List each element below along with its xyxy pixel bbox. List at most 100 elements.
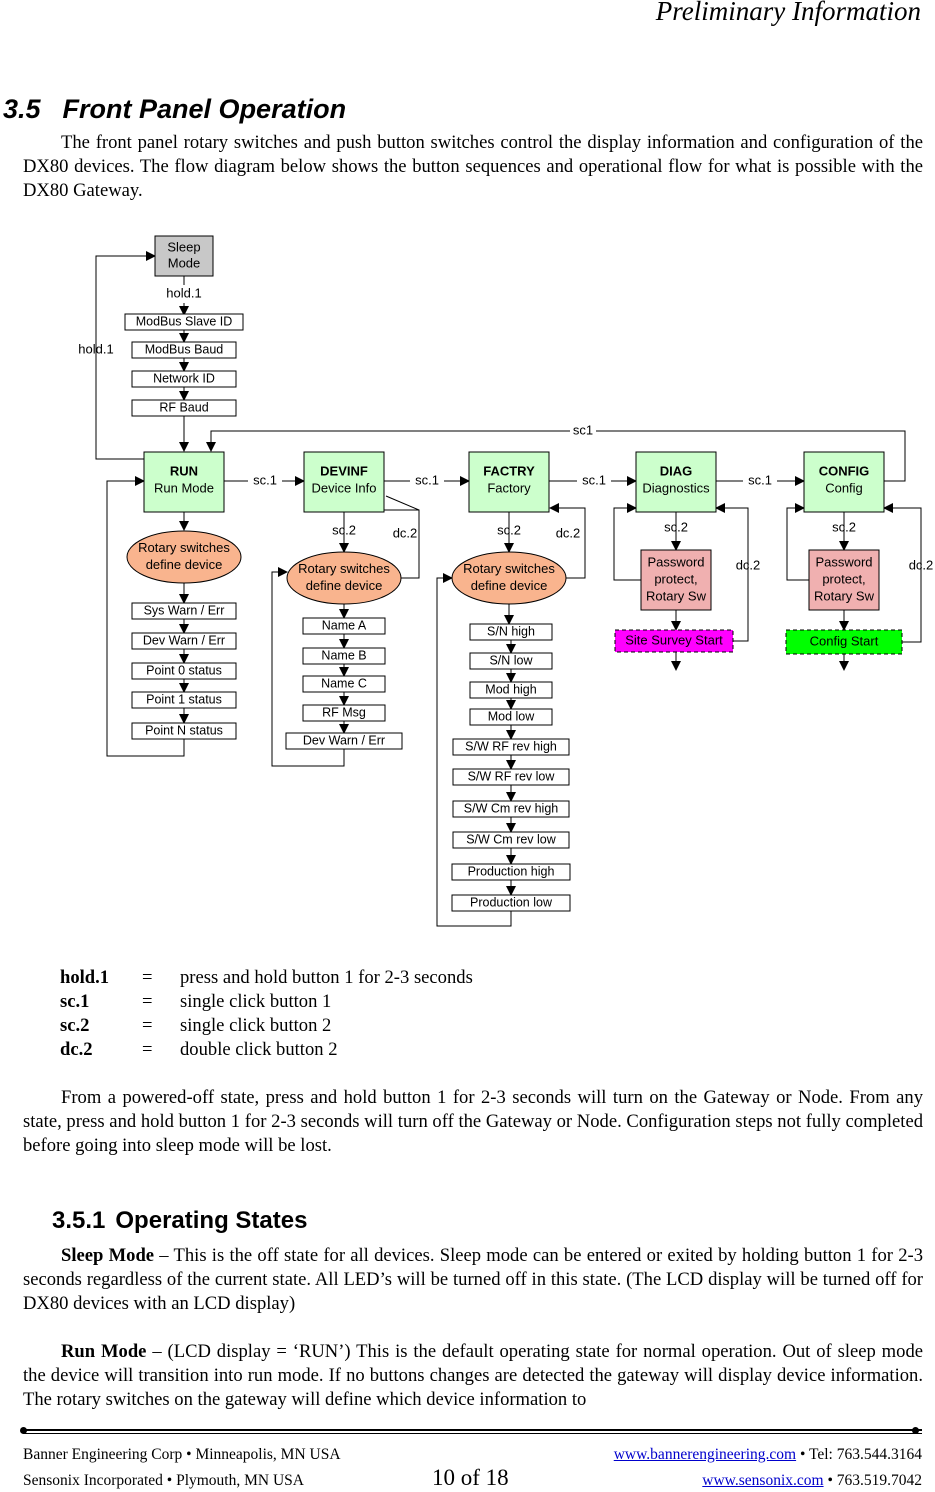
dc2-line <box>549 503 586 579</box>
devinf-list-item-label: Name B <box>321 648 366 662</box>
sensonix-link[interactable]: www.sensonix.com <box>702 1472 824 1489</box>
password-box-label: Rotary Sw <box>646 588 707 603</box>
sleep-text: – This is the off state for all devices.… <box>23 1245 923 1314</box>
sleep-term: Sleep Mode <box>61 1245 155 1266</box>
devinf-list-item <box>302 704 386 722</box>
footer-banner: Banner Engineering Corp • Minneapolis, M… <box>23 1446 341 1463</box>
sleep-mode-box <box>154 235 214 277</box>
sc1-label: sc.1 <box>582 472 606 487</box>
sleep-chain-item-label: RF Baud <box>159 400 208 414</box>
sensonix-phone: • 763.519.7042 <box>823 1472 922 1489</box>
factry-list-item <box>451 863 571 881</box>
legend-key: dc.2 <box>60 1039 93 1060</box>
dc2-label: dc.2 <box>393 525 418 540</box>
label-bg <box>410 473 444 489</box>
legend-desc: press and hold button 1 for 2-3 seconds <box>180 967 473 988</box>
factry-list-item <box>469 652 553 670</box>
dc2-line <box>715 503 749 642</box>
config-start <box>785 629 903 655</box>
footer-dot <box>20 1427 27 1434</box>
hold1-loop-label: hold.1 <box>78 341 113 356</box>
run-list-item <box>131 691 237 709</box>
password-box-label: protect, <box>654 571 697 586</box>
sleep-paragraph: Sleep Mode – This is the off state for a… <box>23 1244 923 1316</box>
factry-list-item-label: Production low <box>470 895 553 909</box>
factry-list-item <box>452 831 570 849</box>
sleep-mode-box-label: Mode <box>168 255 201 270</box>
sleep-chain-item <box>131 341 237 359</box>
legend-row: hold.1=press and hold button 1 for 2-3 s… <box>60 966 473 990</box>
devinf-list-item <box>302 617 386 635</box>
run-list-item <box>131 602 237 620</box>
dc2-line <box>883 503 922 643</box>
connector-line <box>786 503 809 581</box>
factry-list-item <box>451 894 571 912</box>
footer-rule <box>23 1429 922 1431</box>
state-subtitle: Factory <box>487 480 531 495</box>
run-text: – (LCD display = ‘RUN’) This is the defa… <box>23 1341 923 1410</box>
run-list-item <box>131 632 237 650</box>
devinf-list-item-label: RF Msg <box>322 705 366 719</box>
devinf-list-item-label: Name A <box>322 618 367 632</box>
page-number: 10 of 18 <box>432 1465 509 1490</box>
legend-eq: = <box>142 1015 153 1036</box>
factry-list-item <box>469 623 553 641</box>
factry-list-item-label: S/W RF rev low <box>468 769 556 783</box>
dc2-label: dc.2 <box>736 557 761 572</box>
sc2-label: sc.2 <box>497 522 521 537</box>
factry-list-item-label: S/W Cm rev low <box>466 832 557 846</box>
password-box-label: Rotary Sw <box>814 588 875 603</box>
site-survey-start <box>614 629 734 653</box>
connector-line <box>613 503 641 581</box>
power-paragraph: From a powered-off state, press and hold… <box>23 1087 923 1156</box>
subsection-number: 3.5.1 <box>52 1207 106 1234</box>
run-list-item-label: Point 0 status <box>146 663 222 677</box>
devinf-list-item-label: Name C <box>321 676 367 690</box>
state-box <box>468 451 550 513</box>
rotary-label: define device <box>146 557 223 572</box>
hold1-loop <box>95 251 156 460</box>
sc1-label: sc.1 <box>253 472 277 487</box>
rotary-label: Rotary switches <box>298 561 390 576</box>
legend-eq: = <box>142 991 153 1012</box>
run-paragraph: Run Mode – (LCD display = ‘RUN’) This is… <box>23 1340 923 1412</box>
sleep-mode-box-label: Sleep <box>167 239 200 254</box>
sleep-chain-item-label: Network ID <box>153 371 215 385</box>
factry-list-item-label: Mod low <box>488 709 536 723</box>
password-box-label: Password <box>647 554 704 569</box>
section-title: Front Panel Operation <box>62 94 347 124</box>
factry-list-item <box>452 738 570 756</box>
site-survey-start-label: Site Survey Start <box>625 632 723 647</box>
intro-paragraph: The front panel rotary switches and push… <box>23 132 923 201</box>
legend-row: sc.2=single click button 2 <box>60 1014 473 1038</box>
state-title: CONFIG <box>819 463 870 478</box>
sc2-label: sc.2 <box>664 519 688 534</box>
banner-link[interactable]: www.bannerengineering.com <box>613 1446 797 1463</box>
label-bg <box>577 473 611 489</box>
factry-list-item-label: S/N low <box>489 653 533 667</box>
section-heading: 3.5 Front Panel Operation <box>3 94 346 125</box>
page-header: Preliminary Information <box>655 0 921 26</box>
rotary-label: define device <box>306 578 383 593</box>
state-title: FACTRY <box>483 463 535 478</box>
factry-list-item-label: Production high <box>468 864 555 878</box>
hold1-label: hold.1 <box>166 285 201 300</box>
connector-line <box>385 495 420 511</box>
section-number: 3.5 <box>3 94 41 124</box>
factry-list-item-label: S/W Cm rev high <box>464 801 559 815</box>
footer-sensonix: Sensonix Incorporated • Plymouth, MN USA <box>23 1472 304 1489</box>
factry-list-item-label: S/N high <box>487 624 535 638</box>
state-title: DEVINF <box>320 463 368 478</box>
label-bg <box>743 473 777 489</box>
factry-loop <box>436 573 512 927</box>
sleep-chain-item-label: ModBus Baud <box>145 342 224 356</box>
sc1-loop <box>206 430 906 482</box>
password-box-label: Password <box>815 554 872 569</box>
sc1-label: sc.1 <box>415 472 439 487</box>
password-box <box>808 549 880 611</box>
legend-eq: = <box>142 1039 153 1060</box>
label-bg <box>248 473 282 489</box>
rotary-ellipse <box>451 551 567 605</box>
